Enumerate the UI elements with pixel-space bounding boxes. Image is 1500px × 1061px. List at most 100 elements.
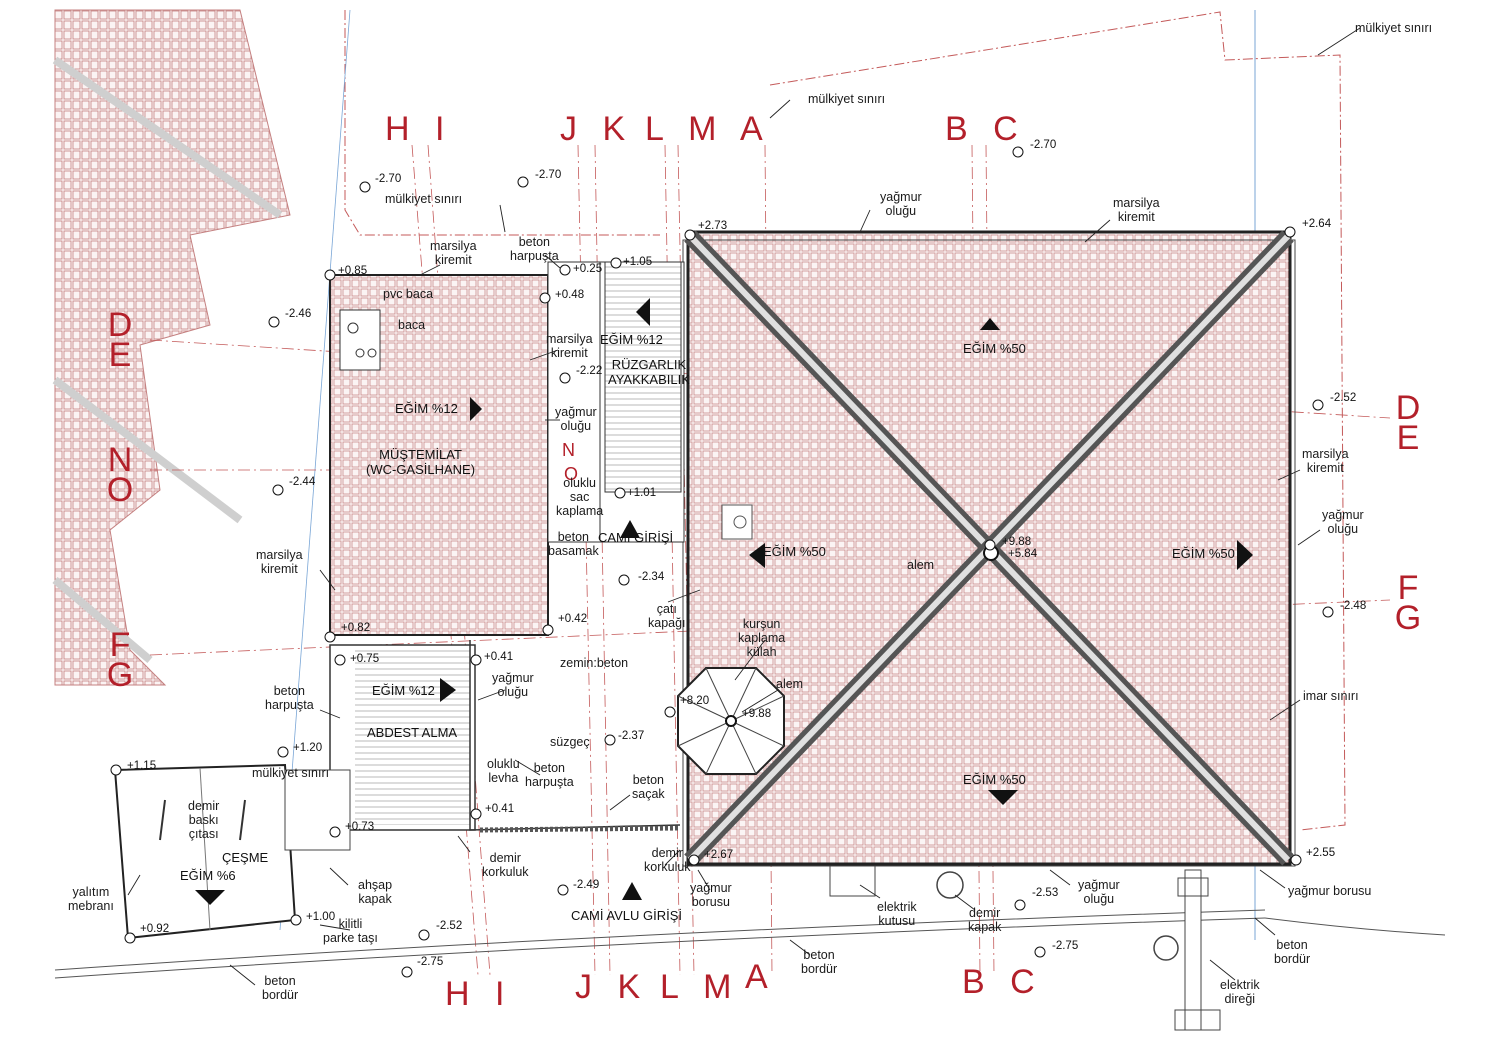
label-oluklu-sac: oluklu sac kaplama <box>556 476 604 518</box>
axis-top-lm: L M <box>645 110 725 148</box>
label-demir-korkuluk-right: demir korkuluk <box>644 846 691 874</box>
label-yagmur-olugu-bottom: yağmur oluğu <box>1078 878 1120 906</box>
label-ahsap-kapak: ahşap kapak <box>358 878 393 906</box>
slope-west: EĞİM %50 <box>763 544 826 559</box>
label-mulkiyet-mid: mülkiyet sınırı <box>808 92 886 106</box>
elev-25: -2.37 <box>618 730 645 742</box>
axis-right-de: DE <box>1395 389 1421 457</box>
room-mustemilat: MÜŞTEMİLAT (WC-GASİLHANE) <box>366 447 476 477</box>
property-boundary <box>344 10 660 236</box>
elev-3: -2.70 <box>1030 139 1057 151</box>
axis-mid-o: O <box>564 464 579 484</box>
label-marsilya-right: marsilya kiremit <box>1302 447 1349 475</box>
elev-31: +2.55 <box>1306 847 1336 859</box>
axis-left-no: NO <box>106 441 134 509</box>
elev-34: +1.00 <box>306 911 336 923</box>
slope-mustemilat: EĞİM %12 <box>395 401 458 416</box>
label-beton-harpusta-bottom: beton harpuşta <box>525 761 574 789</box>
label-yalitim: yalıtım mebranı <box>68 885 114 913</box>
label-yagmur-olugu-abdest: yağmur oluğu <box>492 671 534 699</box>
axis-mid-n: N <box>562 440 575 460</box>
elev-2: -2.70 <box>535 169 562 181</box>
label-baca: baca <box>398 318 426 332</box>
slope-east: EĞİM %50 <box>1172 546 1235 561</box>
slope-ruzgarlik: EĞİM %12 <box>600 332 663 347</box>
label-marsilya-top: marsilya kiremit <box>1113 196 1160 224</box>
elev-11: -2.22 <box>576 365 603 377</box>
label-pvc-baca: pvc baca <box>383 287 434 301</box>
elev-30: +2.67 <box>704 849 734 861</box>
axis-bottom-hi: H I <box>445 975 513 1013</box>
label-beton-bordur-mid: beton bordür <box>801 948 838 976</box>
elev-1: -2.70 <box>375 173 402 185</box>
axis-bottom-lm: L M <box>660 968 740 1006</box>
axis-left-de: DE <box>107 306 133 374</box>
label-elektrik-diregi: elektrik direği <box>1220 978 1260 1006</box>
elev-9: +0.48 <box>555 289 585 301</box>
label-alem-kulah: alem <box>776 677 804 691</box>
elektrik-diregi <box>1184 869 1202 1031</box>
elev-13: +1.01 <box>627 487 657 499</box>
axis-top-a: A <box>740 110 771 148</box>
label-beton-harpusta-top: beton harpuşta <box>510 235 559 263</box>
label-kilitli-parke: kilitli parke taşı <box>323 917 378 945</box>
label-beton-bordur-right: beton bordür <box>1274 938 1311 966</box>
neighbor-ridge-1 <box>52 56 283 219</box>
property-boundary-2 <box>769 11 1346 831</box>
neighbor-ridge-3 <box>52 576 153 664</box>
elev-33: -2.53 <box>1032 887 1059 899</box>
label-yagmur-borusu-left: yağmur borusu <box>690 881 732 909</box>
elev-24: +9.88 <box>742 708 772 720</box>
label-elektrik-kutusu: elektrik kutusu <box>877 900 917 928</box>
baca-box <box>339 309 381 371</box>
label-cati-kapagi: çatı kapağı <box>648 602 686 630</box>
elev-14: -2.44 <box>289 476 316 488</box>
elev-22: +0.41 <box>484 651 514 663</box>
elev-18: -2.48 <box>1340 600 1367 612</box>
elev-35: +0.92 <box>140 923 170 935</box>
neighbor-roof <box>54 9 291 686</box>
elev-38: -2.75 <box>417 956 444 968</box>
neighbor-ridge-2 <box>52 376 243 524</box>
elev-28: +0.41 <box>485 803 515 815</box>
elev-6: +0.85 <box>338 265 368 277</box>
elev-7: +0.25 <box>573 263 603 275</box>
elev-15: +9.88 <box>1002 536 1032 548</box>
axis-right-fg: FG <box>1394 569 1422 637</box>
elev-17: -2.34 <box>638 571 665 583</box>
label-kursun: kurşun kaplama külah <box>738 617 786 659</box>
elev-29: +0.73 <box>345 821 375 833</box>
room-cesme: ÇEŞME <box>222 850 269 865</box>
label-marsilya-mid: marsilya kiremit <box>546 332 593 360</box>
elev-37: -2.75 <box>1052 940 1079 952</box>
axis-top-hi: H I <box>385 110 453 148</box>
axis-left-fg: FG <box>106 626 134 694</box>
slope-south: EĞİM %50 <box>963 772 1026 787</box>
label-alem-center: alem <box>907 558 935 572</box>
slope-abdest: EĞİM %12 <box>372 683 435 698</box>
elev-27: +1.15 <box>127 760 157 772</box>
elevation-markers <box>110 146 1334 978</box>
label-yagmur-olugu-right: yağmur oluğu <box>1322 508 1364 536</box>
elev-8: +1.05 <box>623 256 653 268</box>
label-imar-siniri: imar sınırı <box>1303 689 1359 703</box>
elev-19: +0.42 <box>558 613 588 625</box>
label-demir-kapak: demir kapak <box>968 906 1002 934</box>
axis-bottom-bc: B C <box>962 963 1043 1001</box>
label-beton-basamak: beton basamak <box>548 530 599 558</box>
room-cami-girisi: CAMİ GİRİŞİ <box>598 530 674 545</box>
elev-5: +2.64 <box>1302 218 1332 230</box>
cati-kapagi-icon <box>721 504 753 540</box>
label-marsilya-left: marsilya kiremit <box>256 548 303 576</box>
room-abdest: ABDEST ALMA <box>367 725 458 740</box>
mosque-roof-inner <box>682 239 1296 867</box>
elev-4: +2.73 <box>698 220 728 232</box>
label-mulkiyet-cesme: mülkiyet sınırı <box>252 766 330 780</box>
label-yagmur-olugu-top: yağmur oluğu <box>880 190 922 218</box>
axis-top-bc: B C <box>945 110 1026 148</box>
label-suzgec: süzgeç <box>550 735 590 749</box>
axis-bottom-jk: J K <box>575 968 649 1006</box>
slope-north: EĞİM %50 <box>963 341 1026 356</box>
label-mulkiyet-top-right: mülkiyet sınırı <box>1355 21 1433 35</box>
